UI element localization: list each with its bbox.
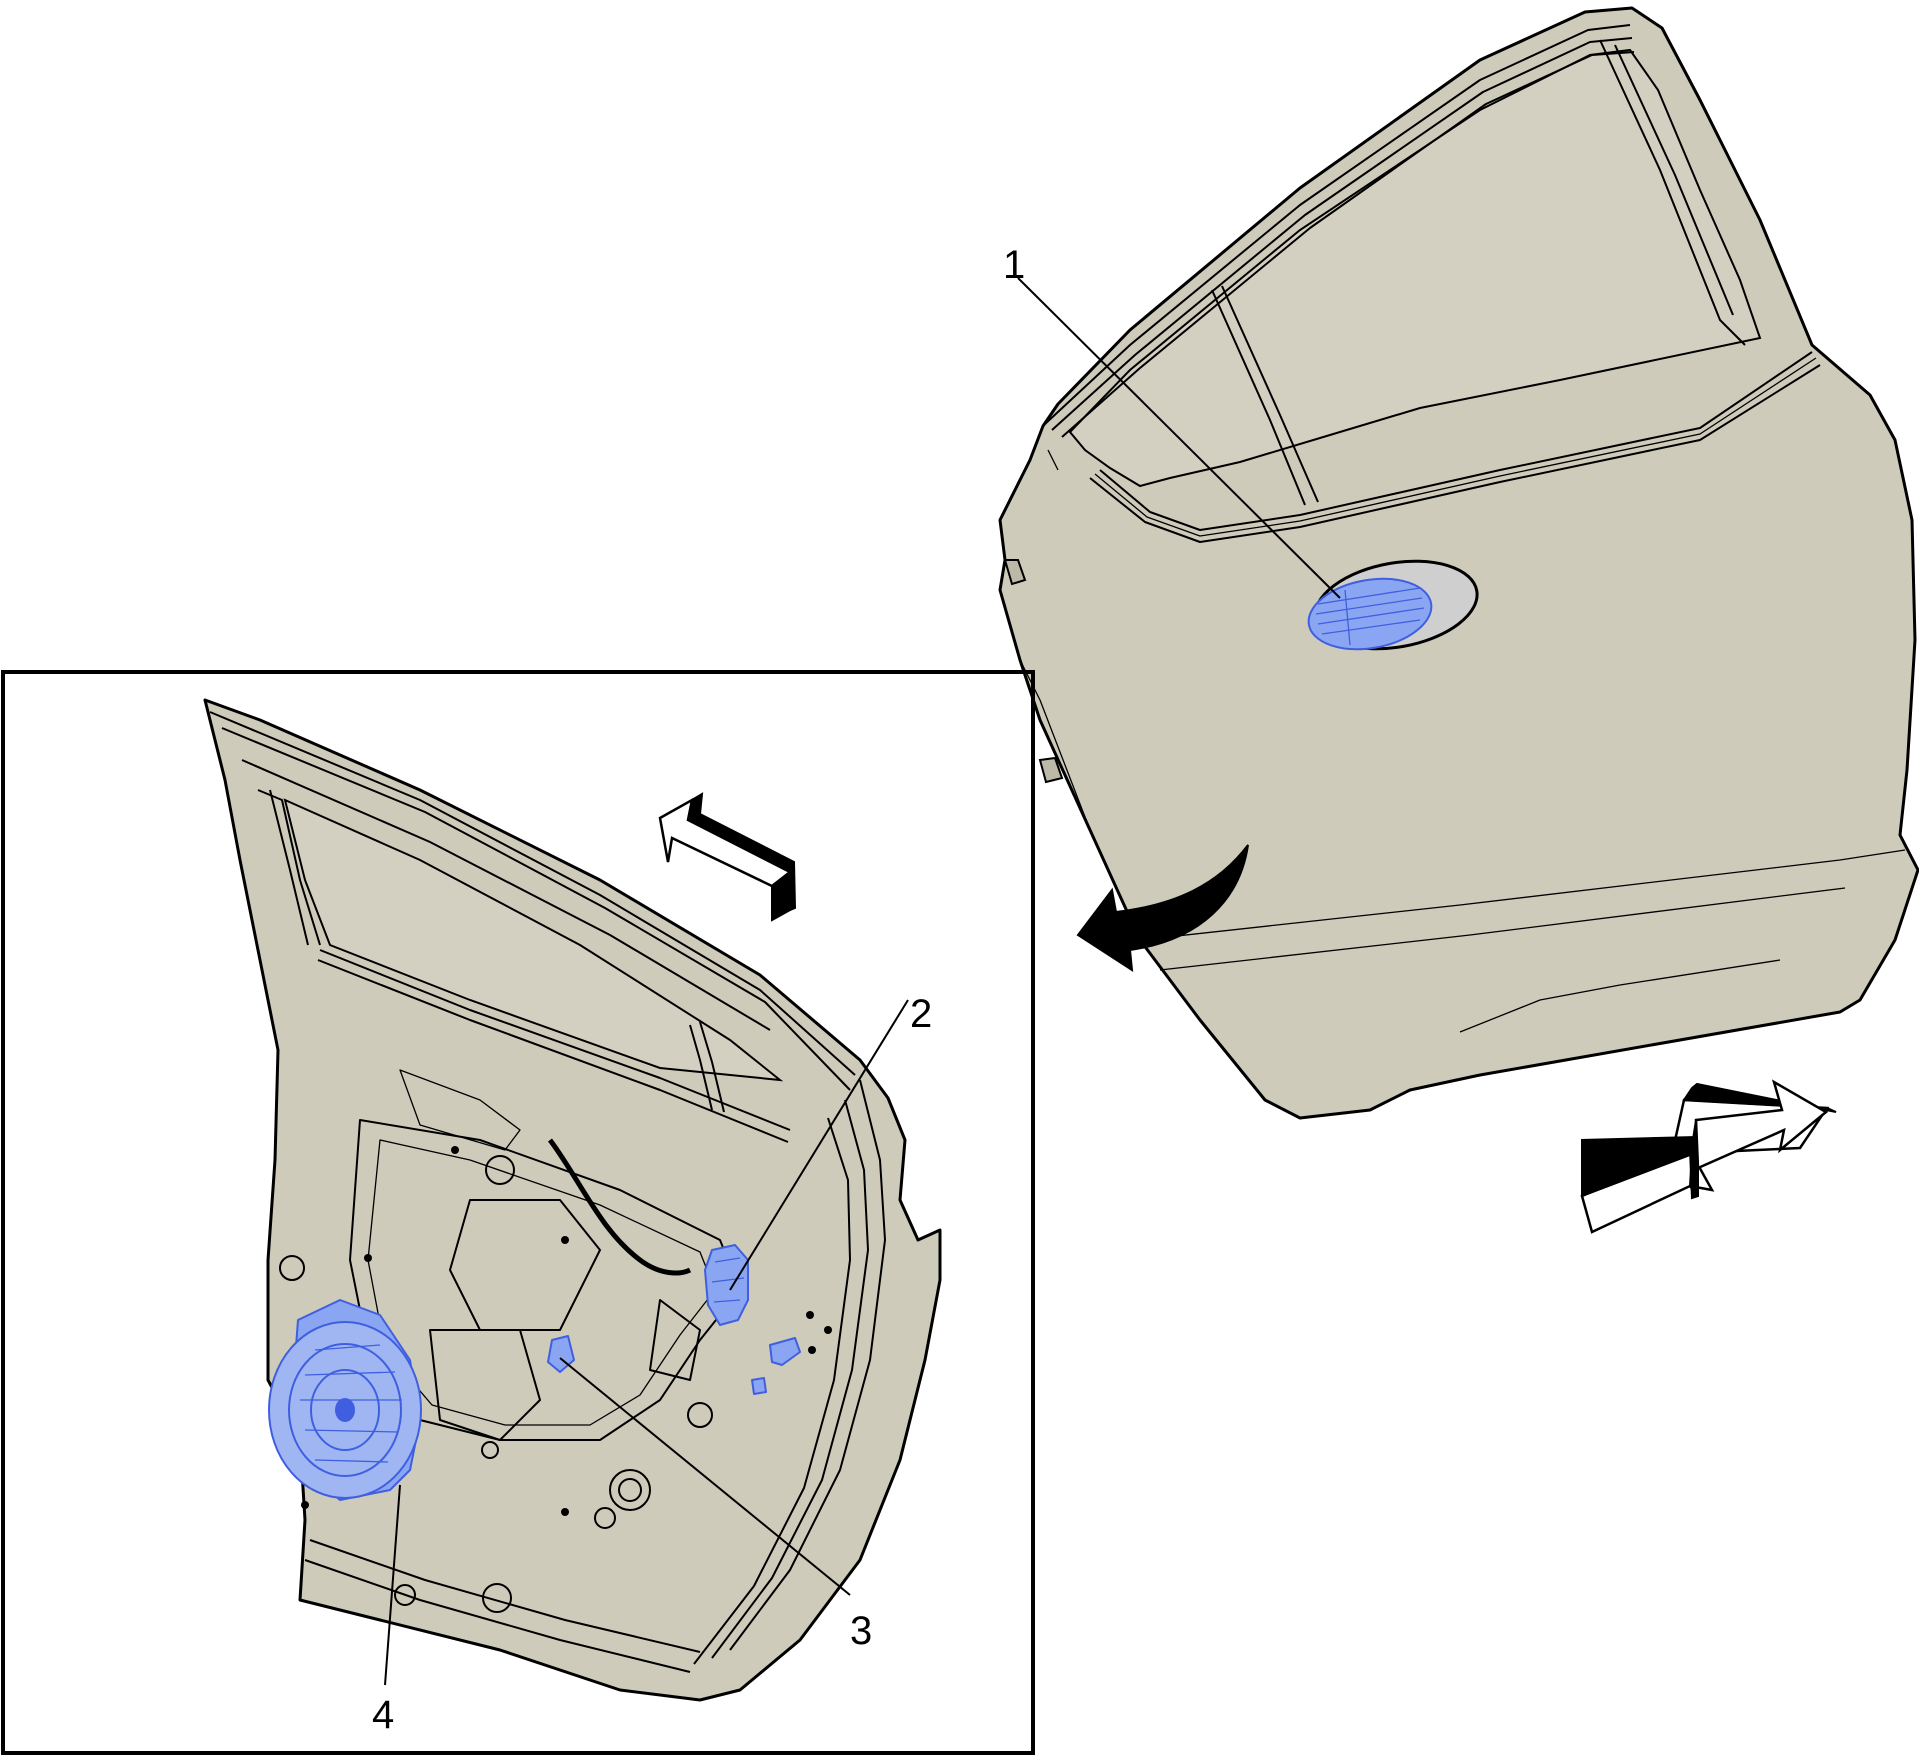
leader-2 [729, 999, 909, 1291]
panel-fasteners [301, 1146, 832, 1516]
leader-1 [1017, 277, 1341, 599]
window-regulator-cable [547, 1138, 692, 1276]
forward-arrow-main [1580, 1079, 1837, 1234]
forward-arrow-icon [658, 797, 793, 888]
curved-arrow-icon [1076, 844, 1249, 972]
callout-4: 4 [372, 1693, 394, 1737]
door-tweeter [704, 1244, 749, 1326]
callout-3: 3 [850, 1609, 872, 1653]
inset-frame [1, 670, 1035, 1755]
inner-door [203, 698, 942, 1702]
callout-1: 1 [1003, 243, 1025, 287]
inner-door-window [283, 798, 784, 1082]
leader-4 [384, 1484, 401, 1686]
hinge-upper [1003, 559, 1027, 586]
leader-lines [384, 277, 1341, 1686]
hinge-lower [1038, 756, 1064, 784]
forward-arrow-inset [658, 792, 797, 922]
callout-2: 2 [910, 992, 932, 1036]
door-speaker [268, 1299, 422, 1501]
wiring-clip [769, 1337, 801, 1366]
leader-3 [559, 1357, 851, 1596]
speaker-center [335, 1398, 355, 1422]
exterior-door-window [1068, 48, 1762, 488]
exterior-door [998, 6, 1919, 1120]
